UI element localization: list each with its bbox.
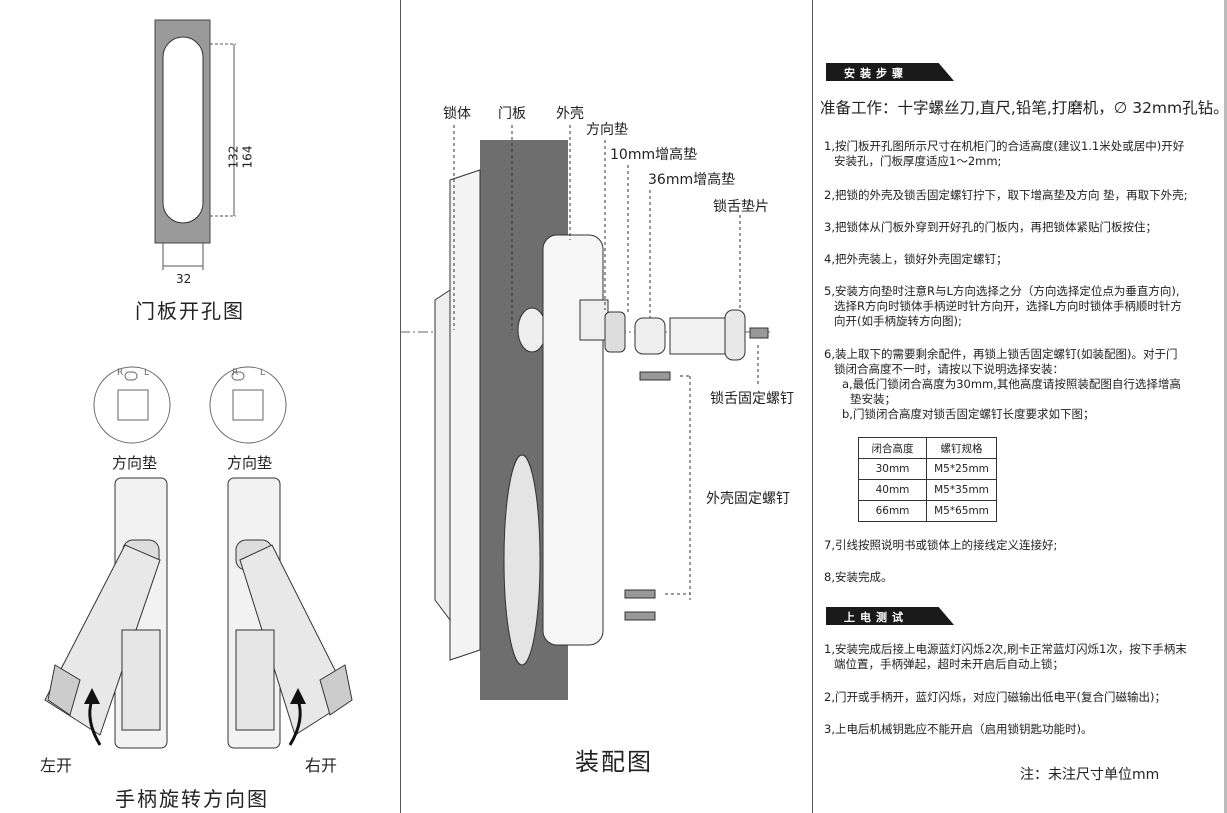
rotation-title: 手柄旋转方向图: [115, 787, 269, 811]
pad-mark-l: L: [144, 368, 150, 378]
pad-mark-r2: R: [232, 368, 239, 378]
label-riser-36: 36mm增高垫: [648, 172, 736, 188]
direction-pad-right: [209, 366, 287, 444]
unit-note: 注：未注尺寸单位mm: [1020, 767, 1160, 783]
step-8: 8,安装完成。: [824, 570, 893, 584]
hole-diagram: [44, 19, 353, 749]
pad-mark-l2: L: [260, 368, 266, 378]
label-door-panel: 门板: [498, 106, 526, 122]
power-step-1: 1,安装完成后接上电源蓝灯闪烁2次,刷卡正常蓝灯闪烁1次，按下手柄末端位置，手柄…: [824, 642, 1187, 671]
direction-pad-left: [93, 366, 171, 444]
label-shell-screw: 外壳固定螺钉: [706, 491, 790, 507]
step-6: 6,装上取下的需要剩余配件，再锁上锁舌固定螺钉(如装配图)。对于门锁闭合高度不一…: [824, 347, 1181, 421]
divider-left: [400, 0, 401, 813]
step-7: 7,引线按照说明书或锁体上的接线定义连接好;: [824, 538, 1058, 552]
pad-label-right: 方向垫: [227, 454, 273, 472]
divider-right: [812, 0, 813, 813]
pad-label-left: 方向垫: [112, 454, 158, 472]
step-2: 2,把锁的外壳及锁舌固定螺钉拧下，取下增高垫及方向 垫，再取下外壳;: [824, 188, 1188, 202]
label-shell: 外壳: [556, 106, 584, 122]
assembly-diagram: [400, 125, 770, 700]
handle-right-open: [227, 477, 353, 749]
pad-mark-r: R: [117, 368, 124, 378]
power-step-2: 2,门开或手柄开，蓝灯闪烁，对应门磁输出低电平(复合门磁输出)；: [824, 690, 1166, 704]
power-header: 上电测试: [826, 607, 954, 625]
page-edge: [1224, 0, 1227, 813]
dim-outer: 164: [240, 145, 255, 169]
open-right-label: 右开: [305, 756, 338, 775]
assembly-title: 装配图: [575, 748, 653, 776]
shell: [542, 234, 604, 646]
label-direction-pad: 方向垫: [586, 122, 628, 138]
step-4: 4,把外壳装上，锁好外壳固定螺钉；: [824, 252, 1008, 266]
dim-width: 32: [176, 272, 192, 286]
hole-title: 门板开孔图: [135, 299, 245, 323]
label-tongue-shim: 锁舌垫片: [713, 199, 769, 215]
open-left-label: 左开: [40, 756, 73, 775]
handle-left-open: [44, 477, 168, 749]
prep-line: 准备工作：十字螺丝刀,直尺,铅笔,打磨机，∅ 32mm孔钻。: [820, 99, 1227, 117]
label-riser-10: 10mm增高垫: [610, 147, 698, 163]
label-lock-body: 锁体: [443, 106, 471, 122]
step-5: 5,安装方向垫时注意R与L方向选择之分（方向选择定位点为垂直方向),选择R方向时…: [824, 284, 1182, 328]
step-1: 1,按门板开孔图所示尺寸在机柜门的合适高度(建议1.1米处或居中)开好安装孔，门…: [824, 139, 1185, 168]
install-header: 安装步骤: [826, 63, 954, 81]
label-tongue-screw: 锁舌固定螺钉: [710, 391, 794, 407]
step-3: 3,把锁体从门板外穿到开好孔的门板内，再把锁体紧贴门板按住；: [824, 220, 1157, 234]
dim-inner: 132: [226, 145, 241, 169]
power-step-3: 3,上电后机械钥匙应不能开启（启用锁钥匙功能时)。: [824, 722, 1093, 736]
